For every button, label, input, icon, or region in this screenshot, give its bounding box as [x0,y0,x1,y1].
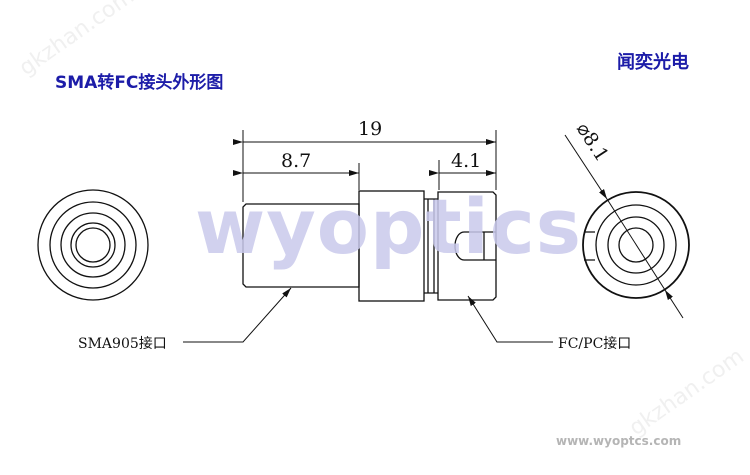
fc-label: FC/PC接口 [558,336,632,352]
fc-end-view [564,134,690,319]
dim-total: 19 [358,118,382,140]
sma-label: SMA905接口 [78,336,167,352]
dim-fc-end: 4.1 [451,150,481,172]
sma-end-view [37,189,149,301]
page-title: SMA转FC接头外形图 [55,73,224,93]
brand-name: 闻奕光电 [617,52,689,73]
dimension-lines [233,130,497,202]
dim-barrel: 8.7 [281,150,311,172]
wyoptics-watermark: wyoptics [195,182,583,271]
dim-diameter: ⌀8.1 [572,119,613,166]
sma-leader [183,287,292,343]
connector-side-view [242,190,497,302]
fc-leader [467,295,553,343]
website-url: www.wyoptcs.com [556,434,682,448]
